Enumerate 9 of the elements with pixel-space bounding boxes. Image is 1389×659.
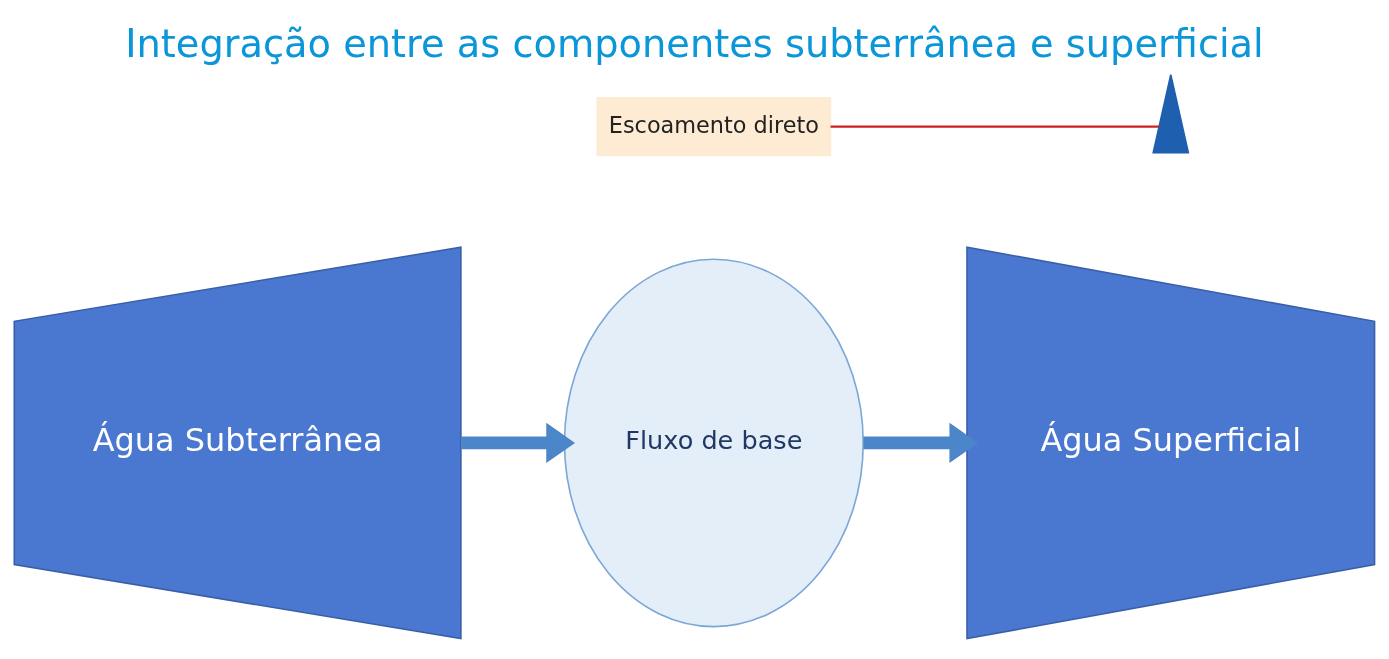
arrow	[461, 422, 575, 464]
node-picture	[1152, 73, 1190, 154]
node-ellipse: Fluxo de base	[563, 258, 864, 628]
node-box: Escoamento direto	[596, 97, 832, 157]
connector	[830, 125, 1159, 128]
node-box: Água Subterrânea	[13, 246, 462, 640]
diagram-title: Integração entre as componentes subterrânea e superficial	[125, 21, 1264, 67]
node-box: Água Superficial	[966, 246, 1376, 640]
arrow	[863, 422, 979, 464]
